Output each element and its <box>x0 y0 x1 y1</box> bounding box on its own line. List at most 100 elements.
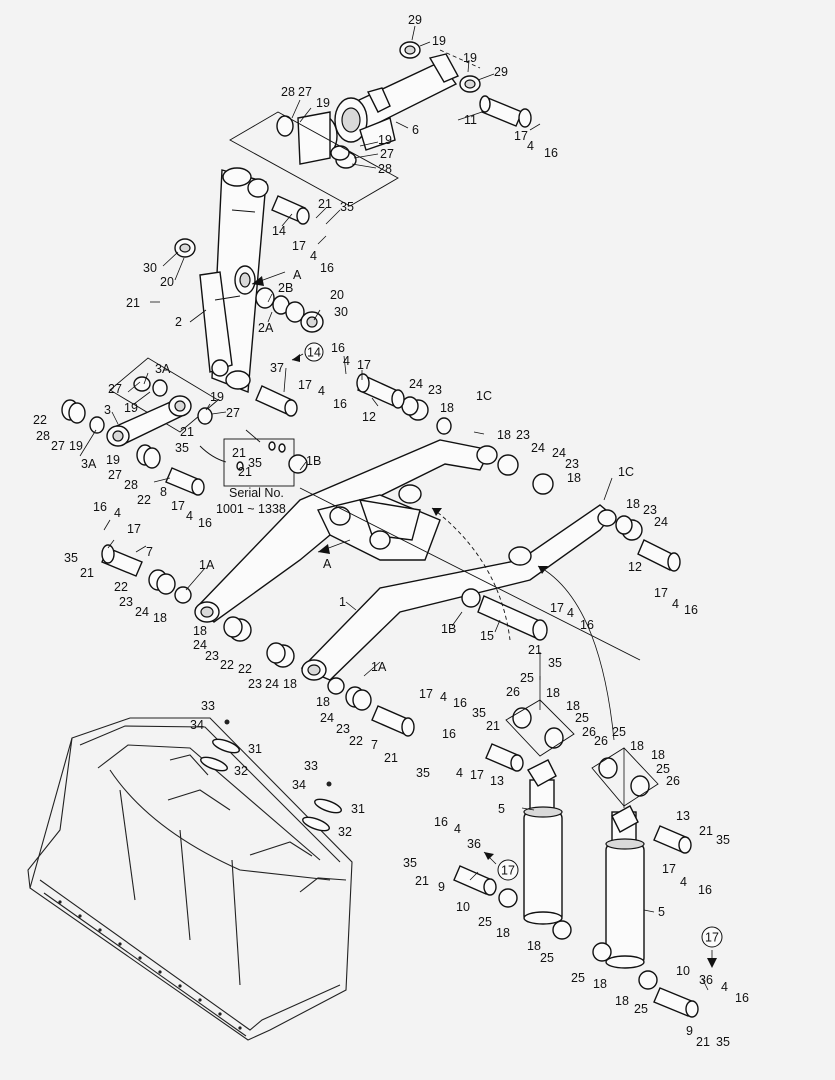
part-label: 4 <box>343 354 350 368</box>
circled-callout-14: 14 <box>304 342 324 362</box>
part-label: 16 <box>544 146 558 160</box>
pin-12-right <box>637 539 681 572</box>
part-label: 21 <box>80 566 94 580</box>
part-label: 17 <box>298 378 312 392</box>
part-label: 18 <box>630 739 644 753</box>
link-3 <box>106 395 192 447</box>
part-label: 12 <box>362 410 376 424</box>
part-label: 15 <box>480 629 494 643</box>
part-label: 32 <box>234 764 248 778</box>
part-label: 19 <box>124 401 138 415</box>
detail-box-cyl-left <box>505 699 575 757</box>
part-label: 25 <box>656 762 670 776</box>
part-label: 21 <box>486 719 500 733</box>
bucket-rivets <box>58 900 242 1030</box>
part-label: 17 <box>514 129 528 143</box>
solid-guide-arc <box>537 565 615 741</box>
part-label: 35 <box>403 856 417 870</box>
part-label: 22 <box>137 493 151 507</box>
part-label: 27 <box>226 406 240 420</box>
part-label: 10 <box>456 900 470 914</box>
part-label: 18 <box>626 497 640 511</box>
pin-15 <box>477 595 548 641</box>
part-label: 18 <box>615 994 629 1008</box>
serial-box-label-21a: 21 <box>232 446 246 460</box>
serial-box-label-21b: 21 <box>238 465 252 479</box>
part-label: 16 <box>93 500 107 514</box>
part-label: 4 <box>440 690 447 704</box>
part-label: 37 <box>270 361 284 375</box>
part-label: 23 <box>119 595 133 609</box>
part-label: 18 <box>651 748 665 762</box>
part-label: 4 <box>680 875 687 889</box>
part-label: 26 <box>582 725 596 739</box>
part-label: 18 <box>566 699 580 713</box>
part-label: 21 <box>696 1035 710 1049</box>
part-label: 16 <box>698 883 712 897</box>
part-label: 17 <box>654 586 668 600</box>
part-label: 26 <box>594 734 608 748</box>
pin-7-lower <box>371 705 415 737</box>
part-label: 23 <box>643 503 657 517</box>
part-label: 31 <box>351 802 365 816</box>
part-label: 22 <box>349 734 363 748</box>
pin-13-left <box>485 743 524 772</box>
pin-washers-top <box>276 41 481 169</box>
pin-14 <box>271 195 310 225</box>
part-label: 35 <box>64 551 78 565</box>
part-label: 19 <box>432 34 446 48</box>
part-label: 17 <box>357 358 371 372</box>
bucket-shims <box>200 719 342 832</box>
part-label: 4 <box>672 597 679 611</box>
part-label: 30 <box>334 305 348 319</box>
part-label: 4 <box>186 509 193 523</box>
serial-box-label-35: 35 <box>248 456 262 470</box>
part-label: 2A <box>258 321 274 335</box>
circled-callout-17-a: 17 <box>497 859 519 881</box>
detail-box-cyl-right <box>591 747 659 807</box>
pin-37 <box>255 385 298 417</box>
part-label: 31 <box>248 742 262 756</box>
part-label: 4 <box>310 249 317 263</box>
part-label: 7 <box>146 545 153 559</box>
view-arrow-a-mid <box>317 539 351 554</box>
dashed-guide-arc <box>431 507 511 641</box>
part-label: 10 <box>676 964 690 978</box>
pin-11 <box>479 95 532 128</box>
part-label: 13 <box>676 809 690 823</box>
part-label: 25 <box>478 915 492 929</box>
part-label: 23 <box>336 722 350 736</box>
part-label: 27 <box>108 382 122 396</box>
part-label: 24 <box>654 515 668 529</box>
pin-7-left <box>101 544 143 577</box>
part-label: 4 <box>454 822 461 836</box>
part-label: 16 <box>198 516 212 530</box>
part-label: 4 <box>567 606 574 620</box>
part-label: 24 <box>409 377 423 391</box>
part-label: 5 <box>498 802 505 816</box>
part-label: 21 <box>528 643 542 657</box>
part-label: 28 <box>378 162 392 176</box>
part-label: 21 <box>126 296 140 310</box>
bell-crank <box>199 167 269 393</box>
pin-8 <box>165 467 205 496</box>
part-label: 20 <box>330 288 344 302</box>
part-label: 22 <box>114 580 128 594</box>
part-label: 26 <box>666 774 680 788</box>
part-label: 3 <box>104 403 111 417</box>
part-label: 22 <box>33 413 47 427</box>
part-label: 21 <box>180 425 194 439</box>
part-label: 1C <box>476 389 492 403</box>
part-label: 24 <box>320 711 334 725</box>
part-label: 18 <box>496 926 510 940</box>
part-label: 18 <box>567 471 581 485</box>
pin-13-right <box>653 825 692 854</box>
part-label: 16 <box>320 261 334 275</box>
part-label: 5 <box>658 905 665 919</box>
part-label: 27 <box>380 147 394 161</box>
serial-box-clip <box>236 441 286 471</box>
part-label: 27 <box>298 85 312 99</box>
leader-lines <box>79 25 709 991</box>
bucket <box>27 717 353 1041</box>
